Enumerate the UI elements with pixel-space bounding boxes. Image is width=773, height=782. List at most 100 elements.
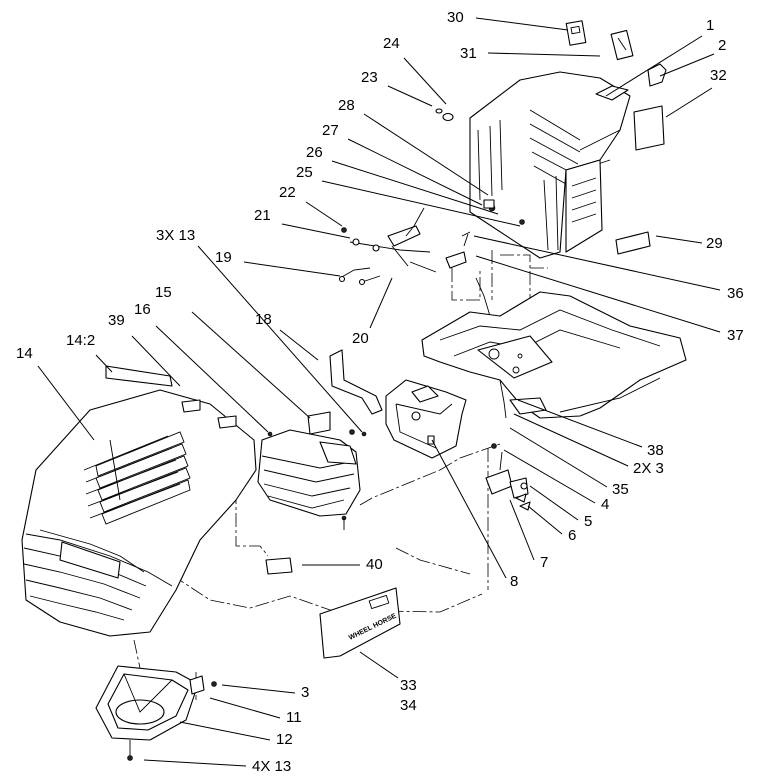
leader-c4 [503,449,596,504]
callout-c20: 20 [352,330,369,347]
leader-c15 [191,311,311,419]
callout-c19: 19 [215,249,232,266]
callout-c14: 14 [16,345,33,362]
part-23-nut [435,108,443,114]
leader-c37 [475,255,721,333]
callout-c38: 38 [647,442,664,459]
callout-c6: 6 [568,527,576,544]
leader-c6 [527,505,563,535]
leader-c27 [347,138,483,206]
leader-c4x13 [143,759,247,767]
leader-c39 [131,335,181,387]
callout-c15: 15 [155,284,172,301]
leader-c12 [179,721,271,741]
leader-c3 [221,684,296,694]
part-24-washer [442,112,454,122]
callout-c36: 36 [727,285,744,302]
callout-c29: 29 [706,235,723,252]
callout-c34: 34 [400,697,417,714]
callout-c30: 30 [447,9,464,26]
frame-pan [421,291,687,419]
callout-c32: 32 [710,67,727,84]
leader-c14 [37,365,95,441]
leader-c16 [155,325,269,433]
callout-c25: 25 [296,164,313,181]
leader-c1 [605,35,703,97]
part-14-2-decal-strip [105,365,173,387]
leader-c2x3 [513,413,629,467]
leader-c31 [487,52,601,57]
leader-c28 [363,113,489,196]
leader-c38 [517,399,643,448]
callout-c39: 39 [108,312,125,329]
leader-c3x13 [197,245,363,433]
callout-c37: 37 [727,327,744,344]
part-32-decal [633,105,665,151]
callout-c21: 21 [254,207,271,224]
support-brackets [329,349,467,459]
callout-c40: 40 [366,556,383,573]
leader-c29 [655,235,703,244]
part-29-decal [615,231,651,255]
leader-c30 [475,17,569,31]
part-2-knob [647,63,667,87]
leader-c26 [331,160,499,215]
leader-c25 [321,180,521,227]
callout-c142: 14:2 [66,332,95,349]
hood [21,365,293,637]
leader-c7 [509,499,535,561]
callout-c4x13: 4X 13 [252,758,291,775]
callout-c7: 7 [540,554,548,571]
callout-c31: 31 [460,45,477,62]
callout-c35: 35 [612,481,629,498]
callout-c27: 27 [322,122,339,139]
callout-c16: 16 [134,301,151,318]
leader-c19 [243,261,341,277]
callout-c12: 12 [276,731,293,748]
leader-c33 [359,651,399,679]
callout-c5: 5 [584,513,592,530]
leader-c35 [509,427,608,488]
grille-assembly [257,411,361,530]
callout-c4: 4 [601,496,609,513]
leader-c8 [431,439,507,579]
leader-c24 [403,57,447,105]
leader-c142 [95,354,113,373]
leader-c21 [281,223,351,239]
part-31-decal [610,29,634,61]
part-39-decal-b [217,415,237,429]
part-40-decal [265,557,293,575]
leader-c23 [387,85,433,107]
callout-c8: 8 [510,573,518,590]
callout-c3: 3 [301,684,309,701]
callout-c23: 23 [361,69,378,86]
callout-c18: 18 [255,311,272,328]
callout-c26: 26 [306,144,323,161]
leader-c20 [369,277,393,329]
leader-c36 [473,235,721,291]
callout-c33: 33 [400,677,417,694]
side-decal: WHEEL HORSE [319,587,401,659]
leader-c11 [209,697,281,719]
callout-c2x3: 2X 3 [633,460,664,477]
leader-lines [37,17,721,767]
callout-c22: 22 [279,184,296,201]
dash-panel-lower [95,665,217,761]
callout-c2: 2 [718,37,726,54]
phantom-lines [133,250,548,700]
callout-c1: 1 [706,17,714,34]
callout-c11: 11 [286,709,302,726]
leader-c32 [665,87,713,118]
leader-c22 [305,201,343,227]
dash-housing [435,20,667,259]
callout-c24: 24 [383,35,400,52]
leader-c18 [279,329,319,361]
leader-c5 [529,485,579,521]
callout-c28: 28 [338,97,355,114]
part-39-decal-a [181,399,201,413]
part-15-decal [307,411,331,435]
leader-c2 [659,53,715,77]
